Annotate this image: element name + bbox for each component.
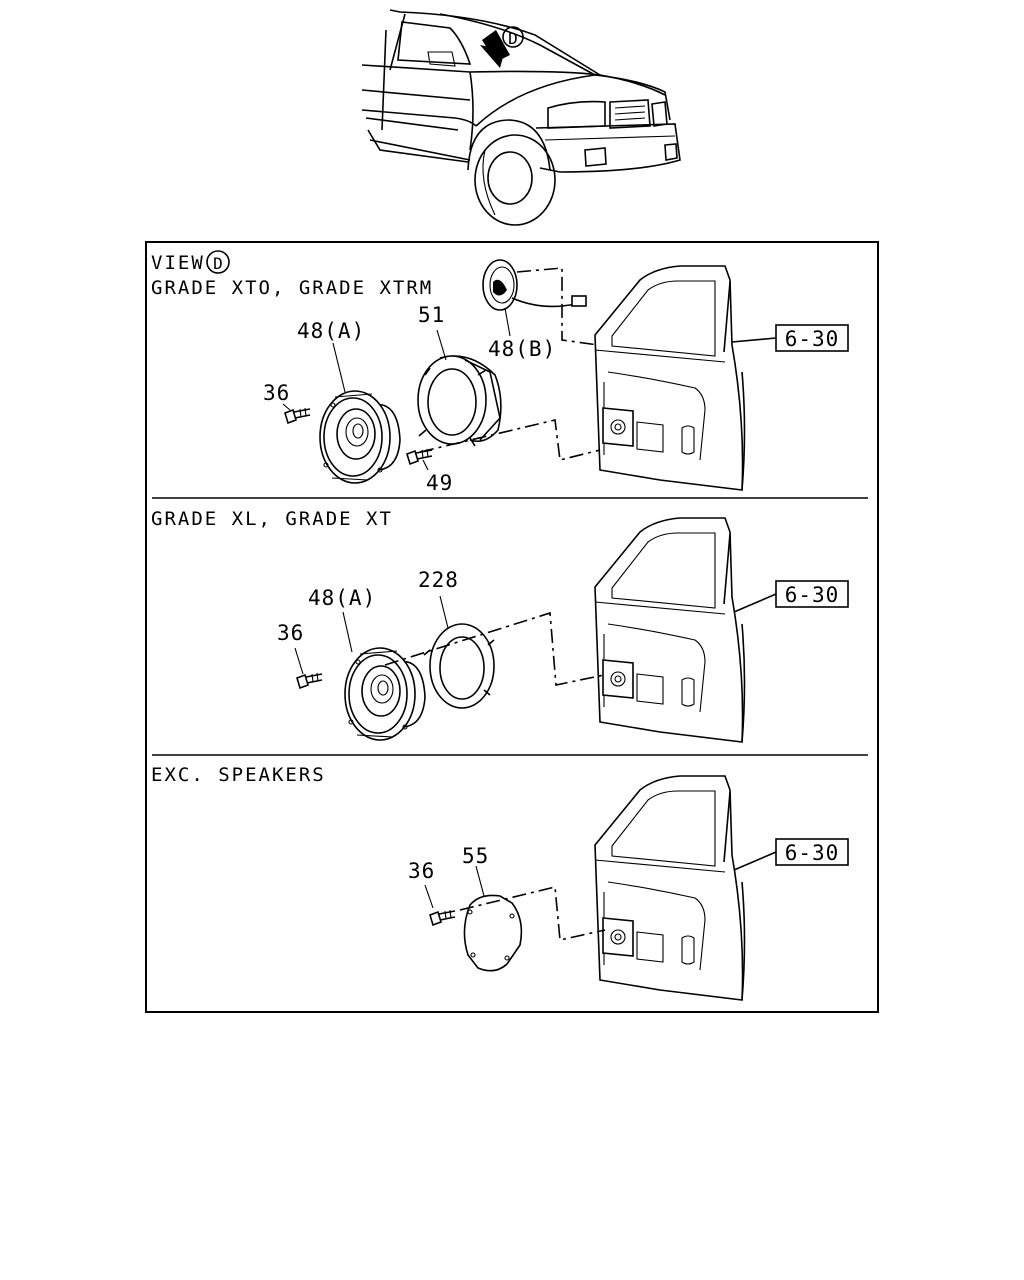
ref-box (775, 324, 849, 352)
label-screw: 36 (408, 859, 435, 883)
section-exc-speakers: EXC. SPEAKERS 6-30 55 36 (151, 764, 849, 1001)
ref-label: 6-30 (785, 327, 840, 351)
section-header: EXC. SPEAKERS (151, 764, 326, 786)
section-header: GRADE XL, GRADE XT (151, 508, 393, 530)
label-screw-49: 49 (426, 471, 453, 495)
view-label: VIEW (151, 252, 205, 274)
section-xto-xtrm: VIEW D GRADE XTO, GRADE XTRM 6-30 (151, 250, 849, 495)
view-callout-letter: D (508, 29, 518, 48)
label-bracket: 228 (418, 568, 459, 592)
label-speaker-b: 48(B) (488, 337, 556, 361)
label-cover: 55 (462, 844, 489, 868)
section-xl-xt: GRADE XL, GRADE XT 6-30 48(A) 228 36 (151, 508, 849, 743)
ref-box (775, 838, 849, 866)
ref-label: 6-30 (785, 583, 840, 607)
view-marker-circle (206, 250, 230, 274)
label-speaker-a: 48(A) (297, 319, 365, 343)
ref-label: 6-30 (785, 841, 840, 865)
vehicle-illustration: D (361, 9, 681, 226)
section-header: GRADE XTO, GRADE XTRM (151, 277, 433, 299)
label-bracket: 51 (418, 303, 445, 327)
label-screw: 36 (263, 381, 290, 405)
view-marker-letter: D (213, 254, 223, 273)
diagram-frame (145, 241, 879, 1013)
label-speaker-a: 48(A) (308, 586, 376, 610)
label-screw: 36 (277, 621, 304, 645)
